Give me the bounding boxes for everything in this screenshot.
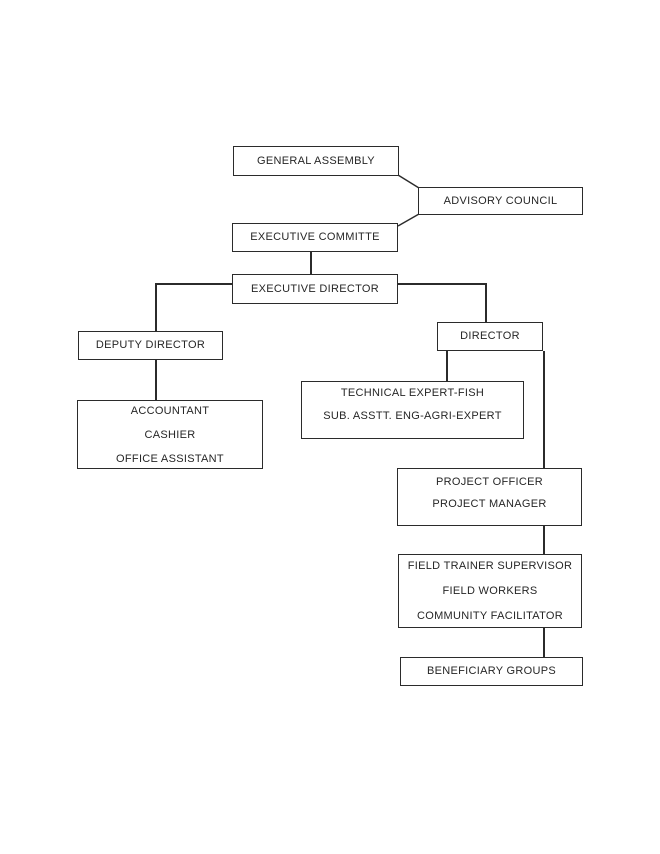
connector-project-officer-to-field-team — [543, 526, 545, 554]
org-box-label: PROJECT OFFICER — [436, 475, 543, 488]
org-box-label: GENERAL ASSEMBLY — [257, 154, 375, 167]
connector-deputy-to-accounts-staff — [155, 360, 157, 400]
org-box-beneficiary-groups: BENEFICIARY GROUPS — [400, 657, 583, 686]
org-box-accounts-staff: ACCOUNTANT CASHIER OFFICE ASSISTANT — [77, 400, 263, 469]
org-box-label: DEPUTY DIRECTOR — [95, 339, 206, 351]
org-box-label: CASHIER — [144, 428, 196, 441]
connector-to-deputy-director — [155, 283, 157, 331]
org-box-advisory-council: ADVISORY COUNCIL — [418, 187, 583, 215]
connector-to-director — [485, 283, 487, 322]
connector-exec-director-right-horizontal — [398, 283, 486, 285]
org-box-label: EXECUTIVE DIRECTOR — [250, 282, 380, 295]
connector-director-to-project-officer — [543, 351, 545, 468]
org-box-technical-experts: TECHNICAL EXPERT-FISH SUB. ASSTT. ENG-AG… — [301, 381, 524, 439]
org-box-label: OFFICE ASSISTANT — [116, 452, 224, 465]
org-box-label: FIELD WORKERS — [442, 584, 538, 597]
org-box-label: ADVISORY COUNCIL — [443, 194, 558, 207]
org-box-executive-director: EXECUTIVE DIRECTOR — [232, 274, 398, 304]
org-box-label: PROJECT MANAGER — [432, 497, 547, 510]
connector-exec-director-left-horizontal — [155, 283, 232, 285]
org-box-label: TECHNICAL EXPERT-FISH — [340, 387, 485, 399]
org-box-label: COMMUNITY FACILITATOR — [416, 609, 564, 622]
org-box-label: DIRECTOR — [460, 330, 520, 342]
connector-field-team-to-beneficiary-groups — [543, 628, 545, 657]
connector-committe-to-exec-director — [310, 252, 312, 274]
org-box-general-assembly: GENERAL ASSEMBLY — [233, 146, 399, 176]
org-box-field-team: FIELD TRAINER SUPERVISOR FIELD WORKERS C… — [398, 554, 582, 628]
org-box-label: SUB. ASSTT. ENG-AGRI-EXPERT — [323, 410, 502, 422]
org-box-director: DIRECTOR — [437, 322, 543, 351]
org-box-label: BENEFICIARY GROUPS — [426, 665, 557, 677]
org-box-label: ACCOUNTANT — [130, 404, 210, 417]
connector-director-to-technical-experts — [446, 351, 448, 381]
org-box-executive-committe: EXECUTIVE COMMITTE — [232, 223, 398, 252]
org-box-label: EXECUTIVE COMMITTE — [250, 231, 380, 243]
org-box-deputy-director: DEPUTY DIRECTOR — [78, 331, 223, 360]
org-box-project-officer: PROJECT OFFICER PROJECT MANAGER — [397, 468, 582, 526]
org-box-label: FIELD TRAINER SUPERVISOR — [407, 559, 573, 572]
